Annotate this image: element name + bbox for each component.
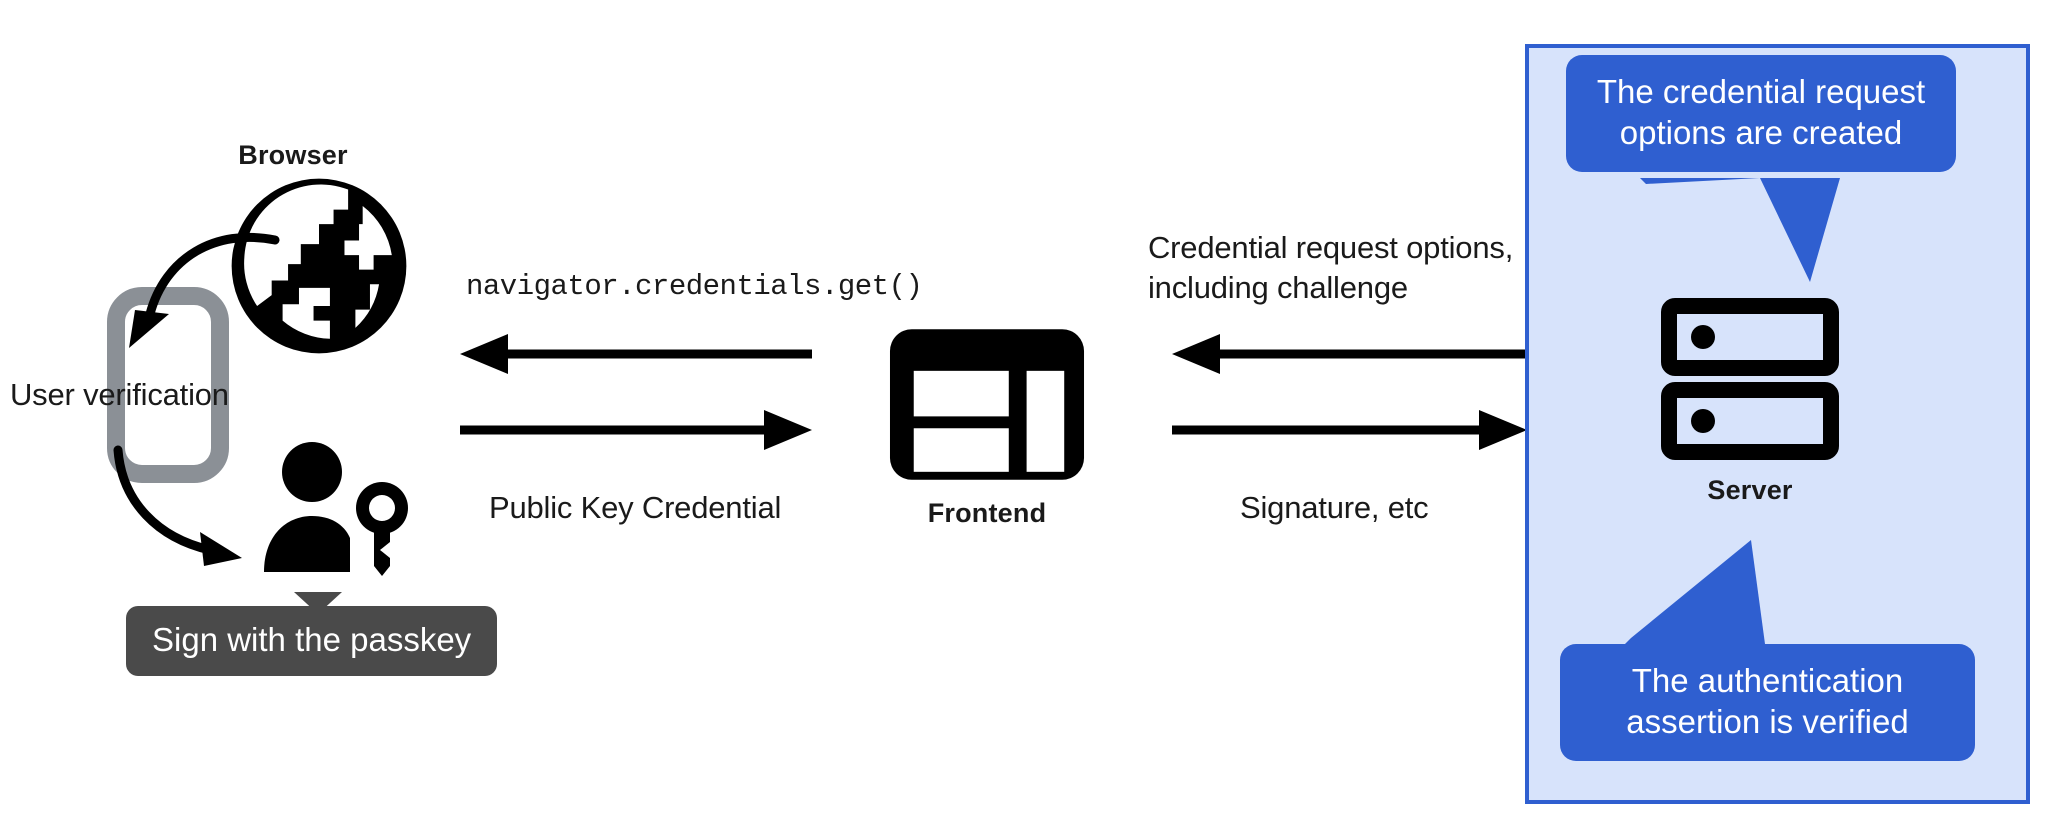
public-key-credential-label: Public Key Credential bbox=[489, 490, 782, 525]
arrow-browser-to-frontend bbox=[460, 408, 812, 452]
dashboard-layout-icon bbox=[888, 327, 1086, 482]
bottom-callout-bubble: The authentication assertion is verified bbox=[1560, 644, 1975, 761]
arrow-frontend-to-server bbox=[1172, 408, 1527, 452]
top-callout-tail bbox=[1640, 178, 1850, 288]
credential-request-options-label: Credential request options, including ch… bbox=[1148, 230, 1514, 305]
arrow-frontend-to-browser bbox=[460, 332, 812, 376]
navigator-credentials-get-label: navigator.credentials.get() bbox=[466, 270, 923, 303]
browser-caption: Browser bbox=[238, 140, 348, 170]
phone-icon bbox=[107, 287, 229, 483]
globe-icon bbox=[228, 175, 410, 357]
frontend-caption: Frontend bbox=[927, 498, 1047, 528]
bottom-callout-tail bbox=[1625, 540, 1835, 650]
top-callout-bubble: The credential request options are creat… bbox=[1566, 55, 1956, 172]
arrow-browser-to-phone bbox=[95, 218, 295, 378]
user-verification-label: User verification bbox=[10, 377, 229, 412]
sign-with-passkey-label: Sign with the passkey bbox=[126, 606, 498, 676]
signature-etc-label: Signature, etc bbox=[1240, 490, 1429, 525]
arrow-phone-to-user bbox=[100, 440, 270, 580]
server-caption: Server bbox=[1707, 475, 1793, 505]
server-rack-icon bbox=[1661, 298, 1839, 460]
arrow-server-to-frontend bbox=[1172, 332, 1527, 376]
person-with-key-icon bbox=[258, 440, 418, 590]
